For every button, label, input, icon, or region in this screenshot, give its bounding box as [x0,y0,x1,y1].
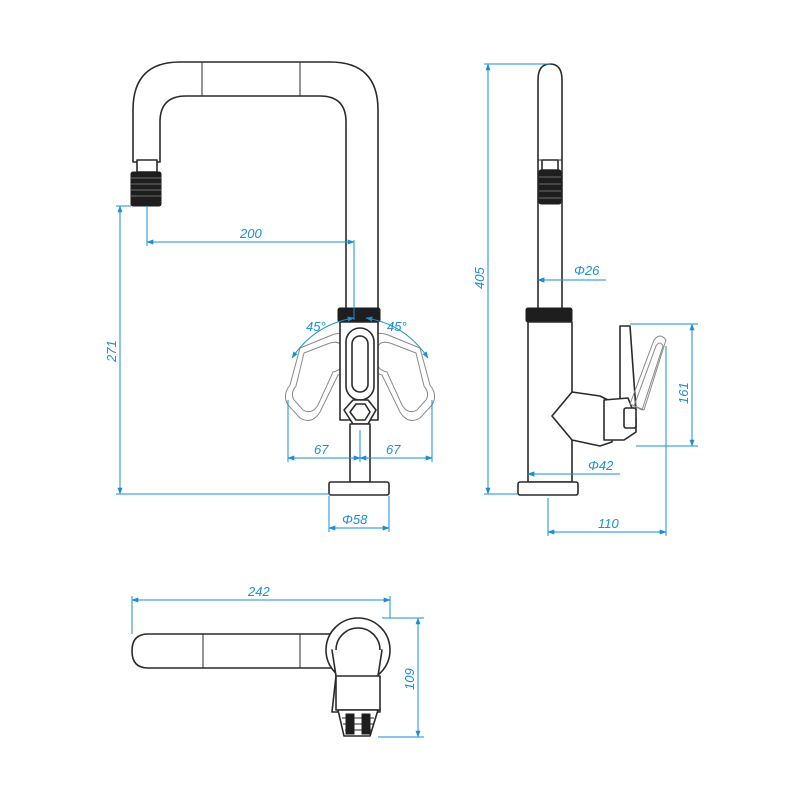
front-aerator-neck [136,159,158,173]
front-hex-cap-inner [349,403,371,421]
side-aerator-neck [541,159,559,171]
front-view: 200 271 45° 45° 67 67 Φ58 [104,61,436,532]
front-aerator [130,171,162,207]
front-lever-slot [351,335,369,393]
side-base [517,481,579,496]
side-valve-housing [551,391,613,447]
front-base [328,481,390,496]
side-cartridge-cap [623,407,637,429]
dim-lever-angle-right: 45° [387,319,407,334]
dim-lever-height: 161 [676,382,691,404]
side-lever-ghost [629,335,667,411]
front-aerator-ribs [131,177,161,197]
side-aerator [538,169,562,205]
dim-lever-angle-left: 45° [306,319,326,334]
top-lever-housing [335,675,381,711]
dim-body-diameter: Φ42 [588,458,614,473]
dim-spout-reach: 200 [239,226,262,241]
dim-outlet-height: 271 [104,340,119,363]
top-cartridge [337,709,379,737]
dim-lever-projection: 110 [598,516,619,531]
top-view: 242 109 [131,584,424,738]
dim-spout-diameter: Φ26 [574,263,600,278]
dim-overall-depth: 109 [402,668,417,690]
side-view: 405 Φ26 Φ42 161 110 [472,63,698,536]
dim-base-diameter: Φ58 [342,512,368,527]
dim-lever-offset-right: 67 [386,442,401,457]
side-collar-ring [525,307,573,323]
dim-total-height: 405 [472,267,487,289]
front-spout [132,61,379,311]
top-spout [131,633,351,669]
dim-overall-length: 242 [247,584,270,599]
dim-lever-offset-left: 67 [314,442,329,457]
